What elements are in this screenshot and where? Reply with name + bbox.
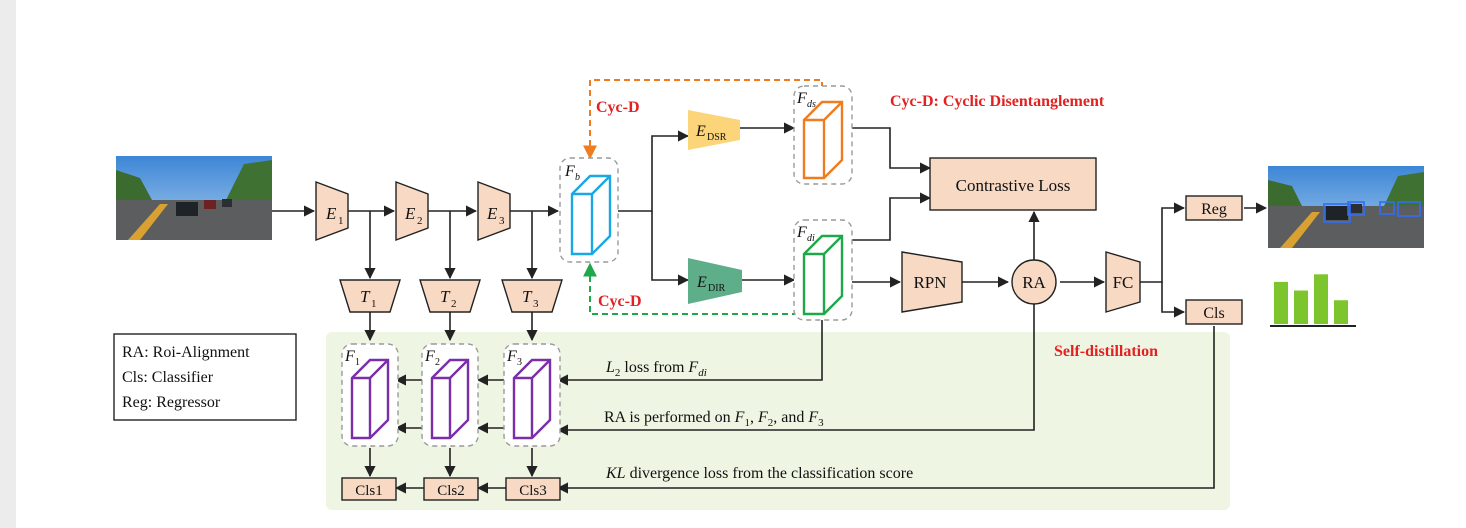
cls2-box: Cls2 [423,477,479,501]
transfer-t2: T 2 [419,279,481,313]
encoder-e3: E 3 [477,180,511,242]
e1-label: E [325,204,337,223]
fb-sub: b [575,172,580,183]
e2-sub: 2 [417,215,423,227]
fds-sub: ds [807,99,816,110]
l2-loss-annotation: L2 loss from Fdi [605,359,707,379]
self-distillation-label: Self-distillation [1054,343,1158,360]
t1-label: T [360,287,371,306]
t3-sub: 3 [533,298,539,310]
contrastive-loss-box: Contrastive Loss [929,157,1097,211]
cls-label: Cls [1203,305,1224,322]
classification-score-bars [1274,274,1348,324]
t2-sub: 2 [451,298,457,310]
legend-ra: RA: Roi-Alignment [122,344,250,361]
edsr-label: E [695,123,706,140]
cyc-d-label-top: Cyc-D [596,99,640,116]
encoder-e2: E 2 [395,180,429,242]
fc-box: FC [1105,251,1141,313]
cls-box: Cls [1185,299,1243,325]
f1-sub: 1 [355,357,360,368]
score-bar [1274,281,1288,324]
f1-label: F [344,348,355,365]
t3-label: T [522,287,533,306]
e1-sub: 1 [338,215,344,227]
kl-annotation: KL divergence loss from the classificati… [605,465,913,482]
rpn-box: RPN [901,251,963,313]
fb-label: F [564,163,575,180]
score-bar [1294,290,1308,324]
feature-f2: F 2 [421,343,479,447]
ra-label: RA [1022,273,1046,292]
encoder-e1: E 1 [315,180,349,242]
branch-edir: E DIR [688,258,742,304]
feature-fdi: F di [793,219,853,321]
cls1-label: Cls1 [355,483,383,499]
score-bar [1314,274,1328,324]
fc-label: FC [1113,273,1134,292]
transfer-t3: T 3 [501,279,563,313]
legend-reg: Reg: Regressor [122,394,221,411]
branch-edsr: E DSR [688,110,740,150]
legend-box: RA: Roi-Alignment Cls: Classifier Reg: R… [113,333,297,421]
ra-annotation: RA is performed on F1, F2, and F3 [604,409,824,429]
feature-f3: F 3 [503,343,561,447]
rpn-label: RPN [913,273,946,292]
f2-sub: 2 [435,357,440,368]
arrows [272,122,1268,494]
e3-label: E [486,204,498,223]
e2-label: E [404,204,416,223]
cyc-d-label-bottom: Cyc-D [598,293,642,310]
contrastive-loss-label: Contrastive Loss [956,176,1071,195]
input-road-image [116,156,272,240]
t2-label: T [440,287,451,306]
output-detection-image [1268,166,1424,248]
f2-label: F [424,348,435,365]
legend-cls: Cls: Classifier [122,369,214,386]
reg-box: Reg [1185,195,1243,221]
page-left-edge [0,0,16,528]
cls1-box: Cls1 [341,477,397,501]
cls3-label: Cls3 [519,483,547,499]
t1-sub: 1 [371,298,377,310]
edsr-sub: DSR [707,132,727,143]
fds-label: F [796,90,807,107]
fdi-sub: di [807,233,815,244]
reg-label: Reg [1201,201,1227,218]
ra-node: RA [1011,259,1057,305]
cls3-box: Cls3 [505,477,561,501]
f3-sub: 3 [517,357,522,368]
fdi-label: F [796,224,807,241]
feature-fds: F ds [793,85,853,185]
edir-sub: DIR [708,283,726,294]
transfer-t1: T 1 [339,279,401,313]
feature-fb: F b [559,157,619,263]
edir-label: E [696,274,707,291]
e3-sub: 3 [499,215,505,227]
cyc-d-title: Cyc-D: Cyclic Disentanglement [890,93,1105,110]
cls2-label: Cls2 [437,483,465,499]
feature-f1: F 1 [341,343,399,447]
f3-label: F [506,348,517,365]
score-bar [1334,300,1348,324]
